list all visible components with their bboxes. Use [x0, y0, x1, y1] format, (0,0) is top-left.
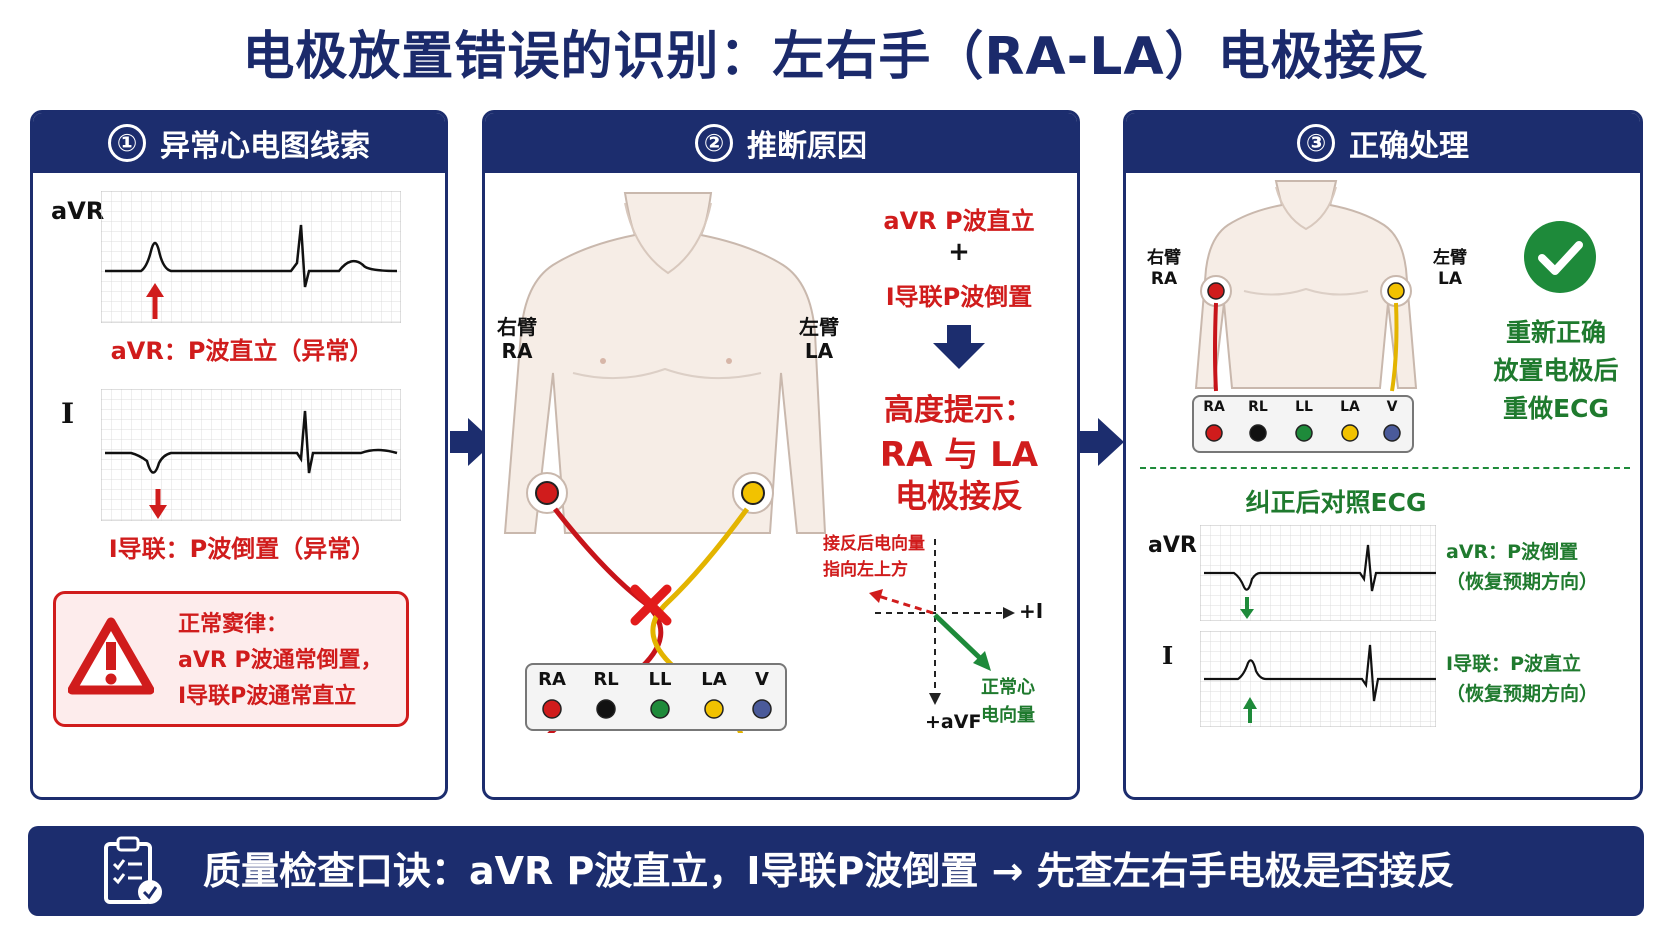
electrode-label-rl: RL [593, 669, 619, 690]
lead-label-i: I [1162, 641, 1174, 670]
warning-box: 正常窦律： aVR P波通常倒置， I导联P波通常直立 [53, 591, 409, 727]
label-left-arm: 左臂 [799, 315, 839, 339]
warning-line-1: aVR P波通常倒置， [178, 648, 383, 673]
step-number: ② [695, 124, 733, 162]
label-right-arm: 右臂 [497, 315, 537, 339]
panel-heading: 异常心电图线索 [160, 129, 370, 164]
electrode-dots [542, 699, 772, 719]
finding-avr: aVR P波直立 [883, 207, 1035, 235]
lead-label-avr: aVR [1148, 533, 1197, 558]
hint-line-1: RA 与 LA [879, 435, 1039, 475]
electrode-label-ra: RA [538, 669, 566, 690]
plus-sign: + [948, 237, 970, 267]
axis-plus-i: +I [1019, 599, 1044, 623]
electrode-label-la: LA [701, 669, 727, 690]
vector-normal-line-1: 正常心 [981, 677, 1035, 698]
lead-label-i: I [61, 397, 75, 430]
panel-correct-handling: ③ 正确处理 右臂 RA 左臂 LA RA RL LL LA V 重新正确 放置 [1123, 110, 1643, 800]
caption-avr-abnormal: aVR：P波直立（异常） [110, 337, 374, 365]
clipboard-check-icon [104, 836, 162, 904]
footer-banner: 质量检查口诀：aVR P波直立，I导联P波倒置 → 先查左右手电极是否接反 [28, 826, 1644, 916]
hint-title: 高度提示： [884, 393, 1034, 428]
action-line-2: 放置电极后 [1493, 356, 1619, 385]
electrode-label-rl: RL [1248, 399, 1268, 415]
vector-normal-line-2: 电向量 [981, 705, 1035, 726]
ecg-strip-i [101, 389, 401, 521]
axis-plus-avf: +aVF [925, 711, 982, 733]
action-line-3: 重做ECG [1503, 394, 1609, 423]
panel-heading: 正确处理 [1349, 129, 1469, 164]
panel-heading: 推断原因 [747, 129, 867, 164]
note-avr-line-2: （恢复预期方向） [1446, 571, 1599, 593]
warning-line-2: I导联P波通常直立 [178, 684, 357, 709]
torso-swapped-diagram [503, 192, 827, 733]
ecg-strip-i-corrected [1200, 631, 1436, 727]
action-line-1: 重新正确 [1505, 318, 1606, 347]
check-circle-icon [1524, 221, 1596, 293]
panel-header: ② 推断原因 [485, 113, 1077, 173]
hint-line-2: 电极接反 [894, 477, 1023, 515]
electrode-label-v: V [1386, 399, 1398, 415]
step-number: ① [108, 124, 146, 162]
compare-title: 纠正后对照ECG [1245, 488, 1427, 517]
panel-abnormal-clues: ① 异常心电图线索 aVR aVR：P波直立（异常） I I导联：P波倒置（异常… [30, 110, 448, 800]
note-i-line-2: （恢复预期方向） [1446, 683, 1599, 705]
page-title: 电极放置错误的识别：左右手（RA-LA）电极接反 [242, 27, 1430, 87]
label-la: LA [1438, 269, 1462, 289]
torso-correct-diagram [1194, 180, 1418, 392]
panel-inferred-cause: ② 推断原因 右臂 RA 左臂 LA RA RL LL LA V aVR P波直… [482, 110, 1080, 800]
electrode-label-v: V [755, 669, 769, 690]
electrode-connector: RA RL LL LA V [525, 663, 787, 731]
right-arrow-icon [1080, 418, 1124, 466]
footer-mnemonic: 质量检查口诀：aVR P波直立，I导联P波倒置 → 先查左右手电极是否接反 [203, 849, 1455, 893]
electrode-dots [1205, 424, 1401, 442]
warning-triangle-icon [68, 617, 154, 695]
label-ra: RA [501, 339, 533, 363]
ecg-strip-avr-corrected [1200, 525, 1436, 621]
cross-icon [630, 584, 672, 626]
step-number: ③ [1297, 124, 1335, 162]
caption-i-abnormal: I导联：P波倒置（异常） [108, 535, 376, 563]
label-ra: RA [1150, 269, 1178, 289]
label-la: LA [804, 339, 834, 363]
vector-swapped-line-1: 接反后电向量 [823, 534, 925, 554]
note-i-line-1: I导联：P波直立 [1446, 653, 1581, 675]
vector-axis-diagram [869, 539, 1015, 705]
label-right-arm: 右臂 [1147, 248, 1181, 268]
electrode-label-ll: LL [648, 669, 672, 690]
vector-swapped-line-2: 指向左上方 [823, 560, 908, 580]
section-divider [1140, 467, 1630, 469]
ecg-strip-avr [101, 191, 401, 323]
panel-header: ① 异常心电图线索 [33, 113, 445, 173]
electrode-label-ll: LL [1295, 399, 1313, 415]
note-avr-line-1: aVR：P波倒置 [1446, 541, 1579, 563]
finding-i: I导联P波倒置 [885, 283, 1033, 311]
down-arrow-icon [933, 325, 985, 369]
electrode-connector: RA RL LL LA V [1192, 395, 1414, 453]
label-left-arm: 左臂 [1433, 248, 1467, 268]
electrode-label-ra: RA [1203, 399, 1225, 415]
warning-title: 正常窦律： [178, 612, 289, 637]
electrode-label-la: LA [1340, 399, 1360, 415]
lead-label-avr: aVR [51, 197, 105, 225]
panel-header: ③ 正确处理 [1126, 113, 1640, 173]
